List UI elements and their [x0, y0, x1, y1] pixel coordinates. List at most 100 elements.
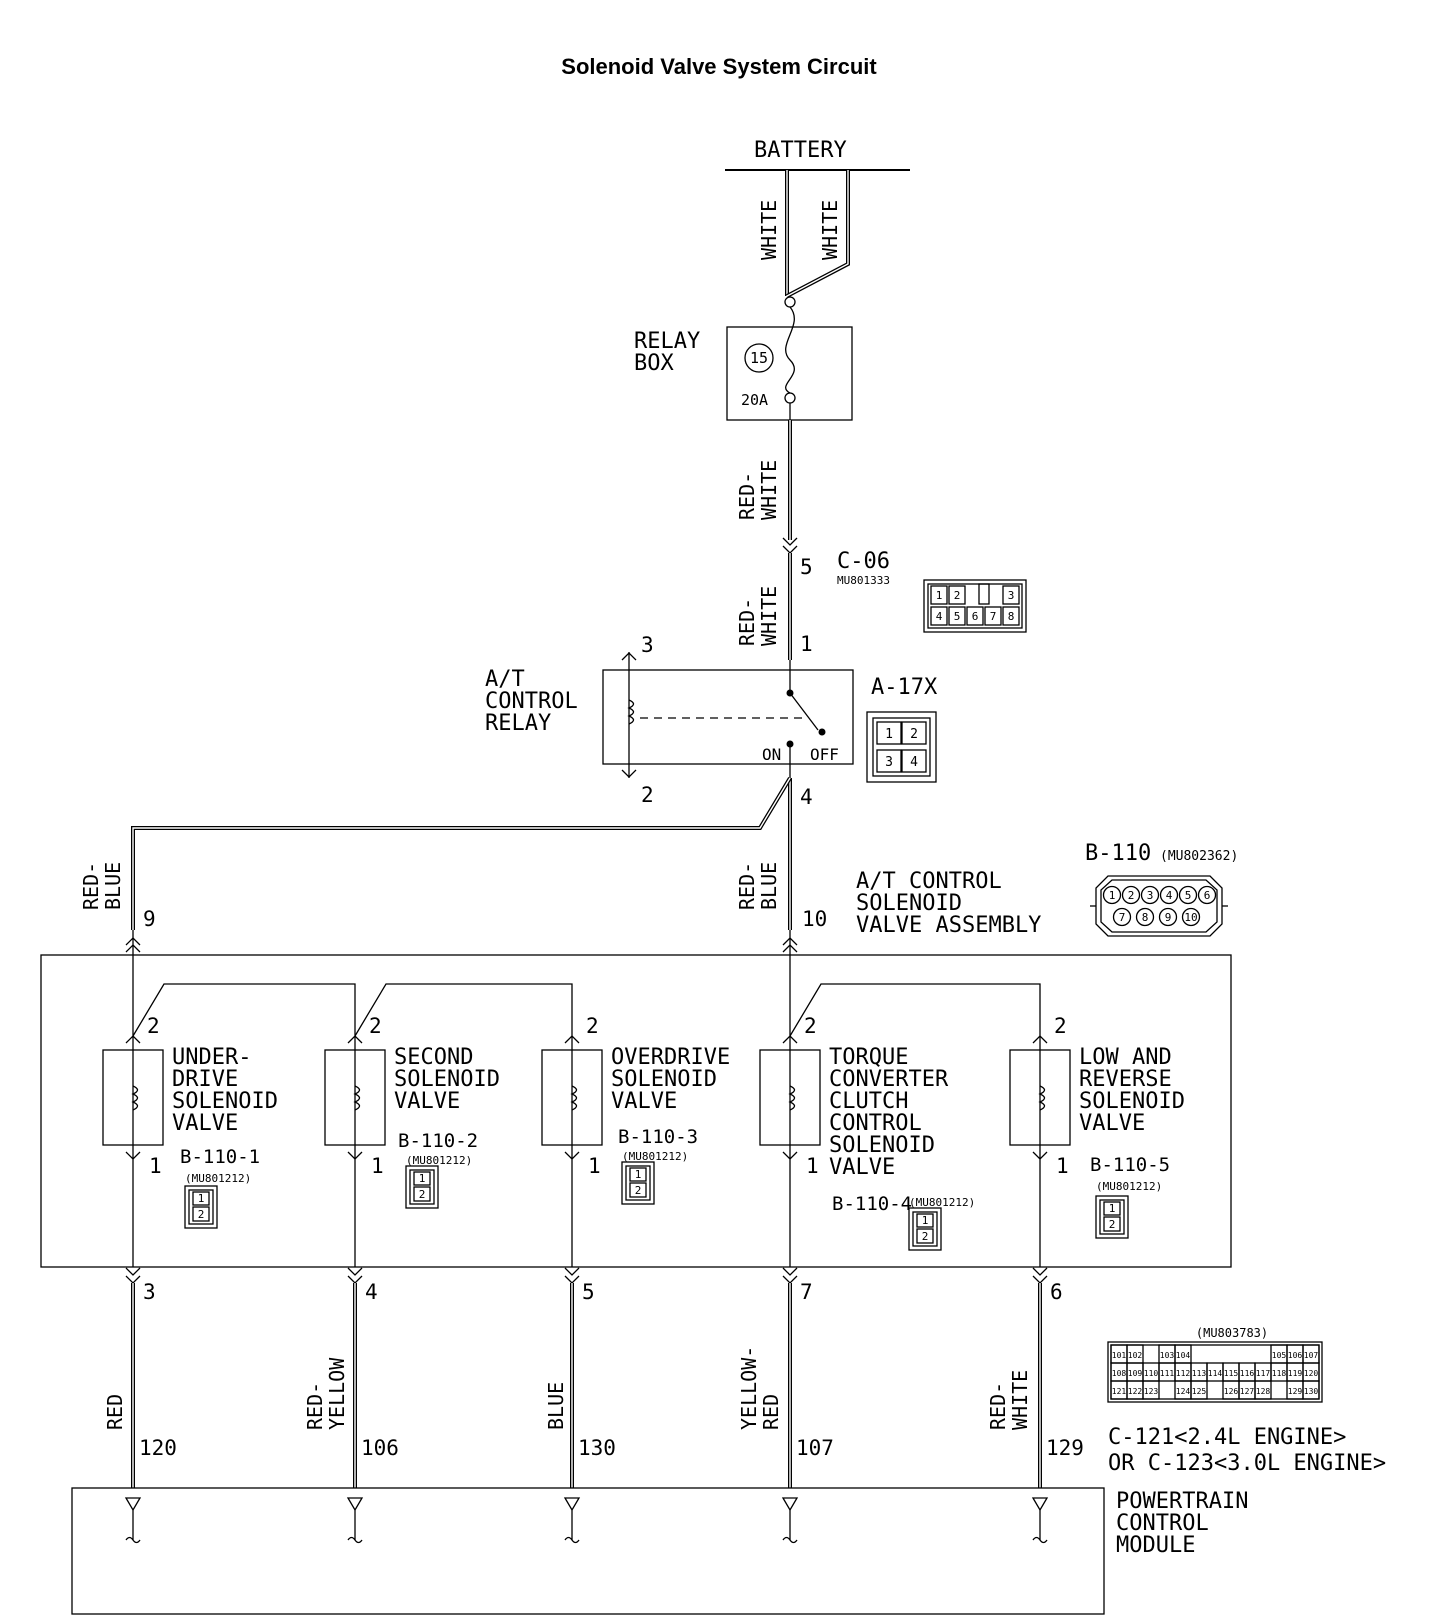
solenoid-name-line: SOLENOID: [394, 1067, 500, 1092]
solenoid-name-line: CONVERTER: [829, 1067, 949, 1092]
pcm-label-2: CONTROL: [1116, 1511, 1209, 1536]
solenoid-pin-bottom: 1: [588, 1154, 601, 1178]
wire-label-red-blue-left-a: RED-: [79, 862, 103, 910]
solenoid-name-line: SOLENOID: [611, 1067, 717, 1092]
bus-jumper-2: [354, 983, 573, 1037]
pcm-label-1: POWERTRAIN: [1116, 1489, 1248, 1514]
relay-pin-4: 4: [800, 785, 813, 809]
solenoid-name-line: CLUTCH: [829, 1089, 908, 1114]
relay-label-3: RELAY: [485, 711, 551, 736]
assembly-label-2: SOLENOID: [856, 891, 962, 916]
solenoid-name-line: VALVE: [394, 1089, 460, 1114]
bus-jumper-3: [789, 983, 1041, 1037]
solenoid-pin-top: 2: [369, 1014, 382, 1038]
fuse-symbol: [784, 296, 796, 420]
pcm-conn-pin: 125: [1192, 1387, 1207, 1396]
relay-off-label: OFF: [810, 745, 839, 764]
solenoid-connector-part: (MU801212): [406, 1154, 472, 1167]
solenoid-connector-name: B-110-1: [180, 1146, 260, 1168]
fuse-number-badge: [744, 343, 774, 373]
solenoid-connector-pin-1: 1: [1109, 1202, 1116, 1215]
c06-pin-7: 7: [990, 610, 997, 623]
solenoid-valve-1: 213120UNDER-DRIVESOLENOIDVALVEB-110-1(MU…: [102, 1014, 278, 1544]
a17x-pin-1: 1: [885, 727, 893, 742]
pcm-conn-pin: 111: [1160, 1369, 1175, 1378]
relay-body: [602, 669, 854, 765]
solenoid-connector-pin-1: 1: [635, 1168, 642, 1181]
solenoid-pin-top: 2: [586, 1014, 599, 1038]
assembly-output-pin: 6: [1050, 1280, 1063, 1304]
relay-box-label-2: BOX: [634, 351, 674, 376]
solenoid-name-line: VALVE: [611, 1089, 677, 1114]
solenoid-name-line: VALVE: [172, 1111, 238, 1136]
solenoid-connector-pin-2: 2: [635, 1184, 642, 1197]
a17x-pin-4: 4: [910, 755, 918, 770]
solenoid-connector-part: (MU801212): [622, 1150, 688, 1163]
b110-pin: 3: [1147, 889, 1154, 902]
b110-pin: 4: [1166, 889, 1173, 902]
pcm-conn-pin: 129: [1288, 1387, 1303, 1396]
page-title: Solenoid Valve System Circuit: [561, 54, 877, 79]
wire-label-red-blue-left-b: BLUE: [101, 862, 125, 910]
solenoid-connector-pin-1: 1: [419, 1172, 426, 1185]
wire-label-red-white-3b: WHITE: [1008, 1370, 1032, 1430]
pcm-conn-pin: 101: [1112, 1351, 1127, 1360]
solenoid-pin-bottom: 1: [371, 1154, 384, 1178]
solenoid-connector-part: (MU801212): [185, 1172, 251, 1185]
assembly-pin-left: 9: [143, 907, 156, 931]
pcm-terminal-pin: 106: [361, 1436, 399, 1460]
solenoid-pin-top: 2: [1054, 1014, 1067, 1038]
solenoid-name-line: SOLENOID: [829, 1133, 935, 1158]
b110-pin: 5: [1185, 889, 1192, 902]
pcm-conn-pin: 124: [1176, 1387, 1191, 1396]
pcm-conn-pin: 115: [1224, 1369, 1239, 1378]
pcm-conn-part: (MU803783): [1196, 1326, 1268, 1340]
solenoid-valve-3: 215130OVERDRIVESOLENOIDVALVEB-110-3(MU80…: [541, 1014, 730, 1544]
pcm-conn-pin: 109: [1128, 1369, 1143, 1378]
solenoid-connector-pin-2: 2: [419, 1188, 426, 1201]
solenoid-connector-name: B-110-4: [832, 1193, 912, 1215]
solenoid-name-line: OVERDRIVE: [611, 1045, 730, 1070]
pcm-conn-pin: 118: [1272, 1369, 1287, 1378]
solenoid-name-line: CONTROL: [829, 1111, 922, 1136]
relay-pin-1: 1: [800, 632, 813, 656]
fuse-rating: 20A: [741, 391, 768, 409]
pcm-conn-pin: 119: [1288, 1369, 1303, 1378]
pcm-conn-line-1: C-121<2.4L ENGINE>: [1108, 1425, 1346, 1450]
b110-part: (MU802362): [1160, 849, 1238, 864]
a17x-pin-3: 3: [885, 755, 893, 770]
pcm-box: [71, 1487, 1105, 1615]
assembly-label-1: A/T CONTROL: [856, 869, 1002, 894]
solenoid-name-line: VALVE: [1079, 1111, 1145, 1136]
wire-label-red: RED: [103, 1394, 127, 1430]
pcm-conn-pin: 114: [1208, 1369, 1223, 1378]
c06-part: MU801333: [837, 574, 890, 587]
wire-label-red-white-3a: RED-: [986, 1382, 1010, 1430]
solenoid-valves: 213120UNDER-DRIVESOLENOIDVALVEB-110-1(MU…: [102, 1014, 1185, 1544]
solenoid-connector-pin-1: 1: [198, 1192, 205, 1205]
b110-pin: 1: [1109, 889, 1116, 902]
assembly-output-pin: 5: [582, 1280, 595, 1304]
relay-label-1: A/T: [485, 667, 525, 692]
wire-label-red-white-1b: WHITE: [757, 460, 781, 520]
solenoid-pin-bottom: 1: [149, 1154, 162, 1178]
pcm-terminal-pin: 120: [139, 1436, 177, 1460]
wire-label-red-white-2b: WHITE: [757, 586, 781, 646]
solenoid-pin-bottom: 1: [1056, 1154, 1069, 1178]
relay-on-label: ON: [762, 745, 781, 764]
solenoid-valve-4: 217107TORQUECONVERTERCLUTCHCONTROLSOLENO…: [759, 1014, 975, 1544]
solenoid-connector-name: B-110-2: [398, 1130, 478, 1152]
relay-switch: [786, 660, 826, 778]
pcm-terminal-pin: 129: [1046, 1436, 1084, 1460]
wire-label-red-white-2a: RED-: [735, 598, 759, 646]
pcm-conn-pin: 121: [1112, 1387, 1127, 1396]
pcm-conn-pin: 122: [1128, 1387, 1143, 1396]
b110-pin: 7: [1119, 911, 1126, 924]
wire-label-white-a: WHITE: [757, 200, 781, 260]
pcm-conn-pin: 126: [1224, 1387, 1239, 1396]
solenoid-name-line: TORQUE: [829, 1045, 908, 1070]
solenoid-connector-pin-1: 1: [922, 1214, 929, 1227]
